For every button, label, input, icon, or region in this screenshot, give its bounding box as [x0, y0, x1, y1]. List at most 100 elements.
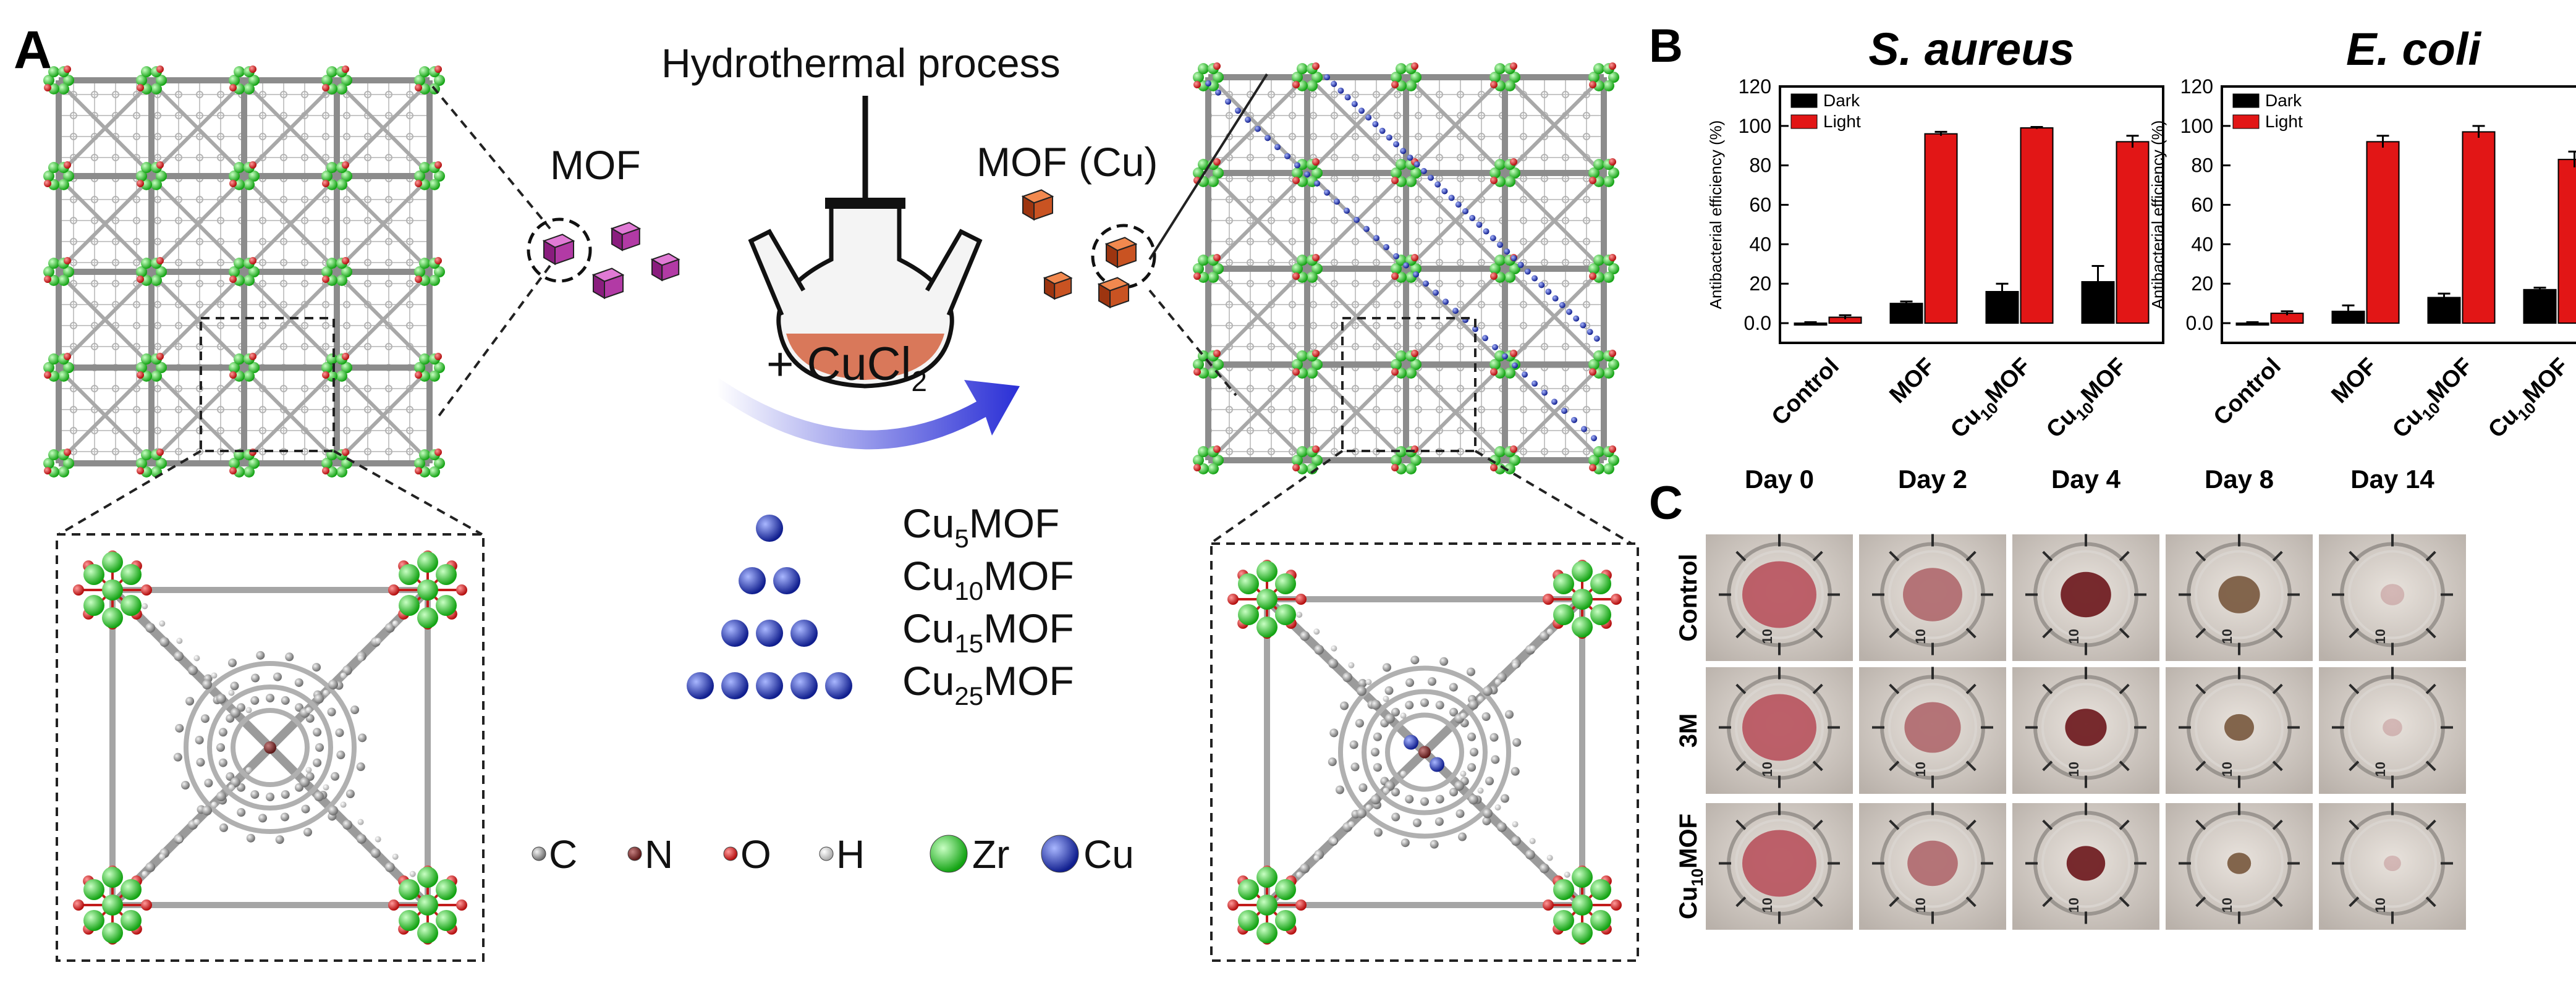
c-atom: [266, 793, 274, 801]
o-atom: [156, 65, 164, 73]
zr-atom: [417, 607, 438, 628]
y-tick-label: 40: [2191, 233, 2213, 255]
cu-atom: [1573, 316, 1579, 322]
zr-node: [1504, 272, 1515, 283]
h-atom: [159, 854, 165, 860]
o-atom: [229, 276, 237, 283]
zr-atom: [399, 910, 420, 931]
zoom-line: [1210, 451, 1342, 544]
h-atom: [246, 767, 252, 773]
h-atom: [375, 836, 381, 843]
chart-title: S. aureus: [1868, 23, 2074, 75]
c-atom: [295, 678, 303, 687]
zr-node: [1504, 80, 1515, 91]
o-atom: [156, 353, 164, 360]
cu-atom: [1553, 295, 1559, 301]
o-atom: [137, 180, 144, 187]
cu-atom: [1510, 255, 1517, 261]
zr-atom: [1553, 879, 1574, 900]
zr-atom: [1572, 617, 1593, 638]
zr-atom: [1275, 573, 1296, 594]
cu-atom: [1421, 168, 1427, 174]
c-atom: [256, 651, 265, 660]
c-atom: [1329, 728, 1338, 737]
group-label: 3M: [1675, 714, 1702, 748]
chart-title: E. coli: [2346, 23, 2481, 75]
zr-node: [336, 371, 347, 382]
o-atom: [44, 180, 51, 187]
o-atom: [229, 180, 237, 187]
h-atom-icon: [820, 847, 833, 861]
wound-photo: 10: [2166, 534, 2313, 662]
n-atom: [1418, 746, 1431, 759]
zr-node: [326, 162, 337, 173]
zr-node: [244, 275, 255, 286]
zr-atom: [1572, 922, 1593, 943]
y-tick-label: 120: [1739, 75, 1771, 98]
c-atom: [1439, 657, 1448, 666]
h-atom: [1512, 662, 1519, 668]
h-atom: [211, 802, 217, 808]
wound-photo: 10: [2319, 667, 2466, 794]
o-atom: [229, 84, 237, 91]
group-text: Control: [1675, 554, 1702, 641]
cu-atom: [1566, 309, 1572, 315]
bar-dark: [2524, 290, 2556, 323]
cu-atom: [1245, 117, 1251, 123]
c-atom: [1483, 809, 1493, 819]
x-tick-label: MOF: [2326, 353, 2381, 408]
h-atom: [176, 638, 182, 644]
h-atom: [246, 707, 252, 714]
zr-atom: [1572, 589, 1593, 610]
wound-area: [2383, 718, 2402, 736]
zr-atom: [1238, 879, 1259, 900]
h-atom: [1383, 788, 1389, 794]
zr-node: [429, 371, 440, 382]
ring-mark-label: 10: [2066, 762, 2082, 777]
y-tick-label: 0.0: [1744, 312, 1771, 334]
cu-atom: [1413, 271, 1419, 277]
o-atom: [1611, 899, 1622, 911]
y-tick-label: 0.0: [2186, 312, 2213, 334]
element-label: Zr: [972, 832, 1009, 877]
zr-node: [1405, 176, 1417, 187]
cu-atom: [1541, 390, 1548, 396]
y-tick-label: 60: [1749, 194, 1771, 216]
bar-light: [2367, 141, 2399, 323]
cu-atom: [1587, 329, 1593, 335]
zr-atom: [1256, 867, 1277, 888]
cu-atom: [1559, 302, 1566, 308]
zr-node: [326, 353, 337, 364]
zr-node: [244, 83, 255, 95]
element-label: Cu: [1083, 832, 1134, 877]
c-atom: [266, 694, 274, 702]
zr-atom: [436, 595, 457, 616]
c-atom: [1456, 809, 1465, 818]
h-atom: [1365, 804, 1371, 811]
o-atom: [137, 467, 144, 474]
o-atom: [249, 257, 256, 264]
zoom-line: [436, 266, 550, 420]
c-atom: [216, 791, 226, 801]
ring-mark-label: 10: [2373, 629, 2388, 644]
c-atom: [1485, 777, 1494, 785]
zr-node: [151, 179, 162, 190]
c-atom: [1467, 668, 1475, 676]
cu-atom: [1449, 195, 1455, 201]
zr-node: [141, 449, 152, 460]
o-atom: [415, 180, 422, 187]
c-atom: [197, 758, 205, 767]
ring-mark-label: 10: [2219, 898, 2235, 912]
zr-node: [1297, 350, 1308, 361]
cu-atom: [1455, 201, 1462, 208]
cu-atom: [1497, 242, 1503, 248]
zr-node: [1494, 255, 1506, 266]
c-atom: [328, 708, 336, 717]
zr-node: [1494, 159, 1506, 170]
c-atom: [1489, 733, 1498, 742]
o-atom: [249, 161, 256, 169]
wound-area: [2218, 576, 2260, 613]
o-atom: [322, 467, 329, 474]
wound-photo: 10: [1706, 667, 1853, 794]
ring-mark-label: 10: [1913, 898, 1928, 912]
